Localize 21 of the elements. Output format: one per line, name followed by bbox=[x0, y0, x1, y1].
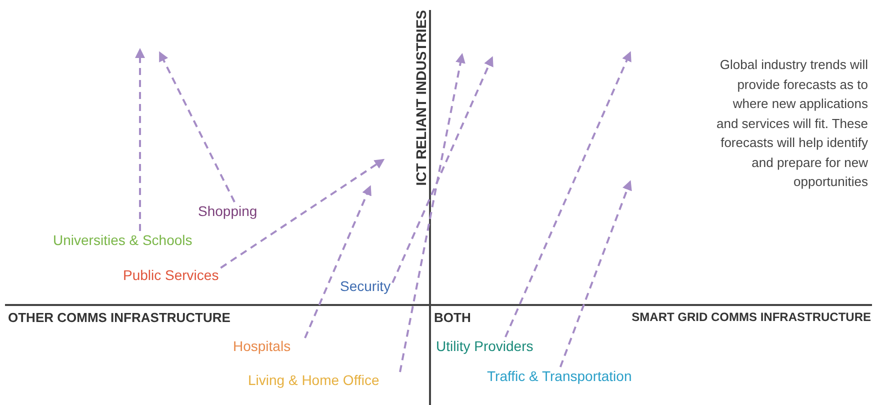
dashed-arrow bbox=[559, 180, 632, 368]
axis-title: ICT RELIANT INDUSTRIES bbox=[414, 10, 429, 186]
dashed-arrow bbox=[135, 48, 145, 231]
category-label: Traffic & Transportation bbox=[487, 368, 632, 384]
dashed-arrow bbox=[399, 53, 466, 372]
axis-title: BOTH bbox=[434, 310, 471, 325]
dashed-arrow bbox=[392, 56, 494, 284]
note-text: Global industry trends will provide forecasts as to where new applications and services will fit. These forecasts will help identify and prepare for new opportunities bbox=[716, 56, 868, 191]
category-label: Universities & Schools bbox=[53, 232, 192, 248]
dashed-arrow bbox=[304, 185, 372, 338]
dashed-arrow bbox=[159, 51, 236, 202]
category-label: Security bbox=[340, 278, 391, 294]
dashed-arrow bbox=[504, 51, 632, 338]
category-label: Utility Providers bbox=[436, 338, 534, 354]
axis-title: OTHER COMMS INFRASTRUCTURE bbox=[8, 310, 230, 325]
category-label: Living & Home Office bbox=[248, 372, 380, 388]
category-label: Hospitals bbox=[233, 338, 291, 354]
category-label: Shopping bbox=[198, 203, 258, 219]
category-label: Public Services bbox=[123, 267, 219, 283]
dashed-arrow bbox=[220, 158, 385, 269]
axis-title: SMART GRID COMMS INFRASTRUCTURE bbox=[632, 310, 871, 325]
